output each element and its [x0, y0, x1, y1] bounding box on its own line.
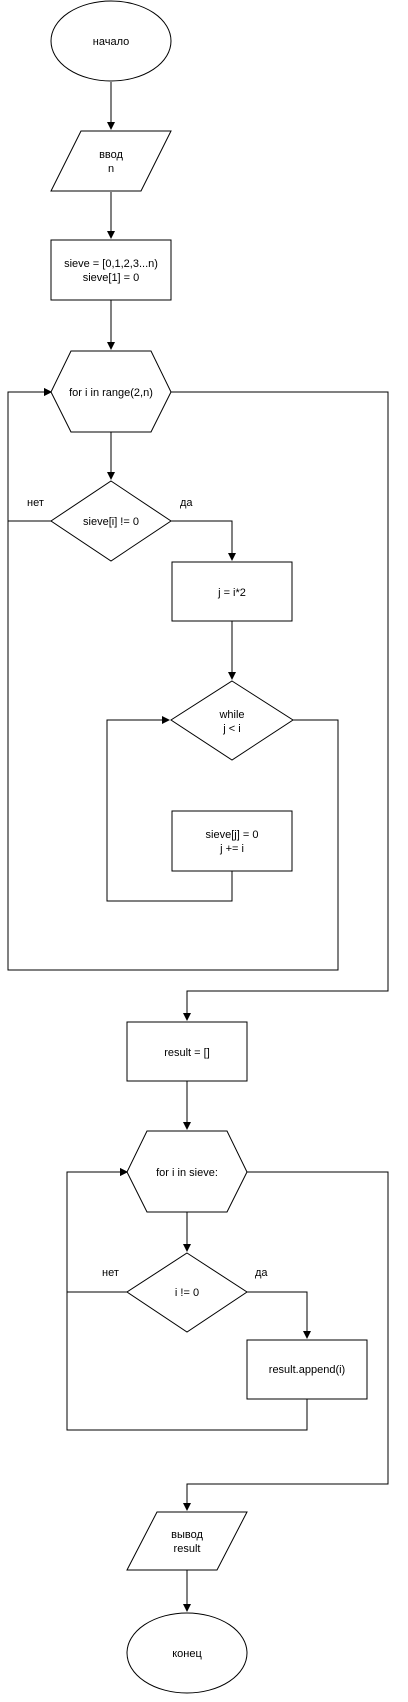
loop-sieve-label: for i in sieve:	[156, 1167, 218, 1179]
cond-sieve-yes-label: да	[180, 497, 193, 509]
node-cond-sieve: sieve[i] != 0	[50, 480, 172, 562]
cond-i-no-label: нет	[102, 1267, 119, 1279]
while-body-line1: sieve[j] = 0	[206, 829, 259, 841]
init-label-line2: sieve[1] = 0	[83, 272, 140, 284]
edge-while-exit-to-outer-loop	[7, 388, 339, 971]
node-output: вывод result	[126, 1511, 248, 1571]
start-label: начало	[93, 36, 129, 48]
edge-cond-i-no-back-to-sieve-loop	[66, 1168, 128, 1293]
edge-cond-i-yes-to-append	[247, 1291, 311, 1339]
node-start: начало	[50, 0, 172, 82]
node-while: while j < i	[170, 680, 294, 761]
output-label-line2: result	[174, 1543, 201, 1555]
node-result-init: result = []	[126, 1021, 248, 1082]
node-init: sieve = [0,1,2,3...n) sieve[1] = 0	[50, 239, 172, 301]
node-cond-i: i != 0	[126, 1252, 248, 1333]
cond-sieve-label: sieve[i] != 0	[83, 516, 139, 528]
init-label-line1: sieve = [0,1,2,3...n)	[64, 258, 158, 270]
cond-i-label: i != 0	[175, 1287, 199, 1299]
edge-cond-yes-to-assign	[171, 520, 236, 561]
while-label-line1: while	[218, 709, 244, 721]
assign-j-label: j = i*2	[217, 587, 246, 599]
node-end: конец	[126, 1612, 248, 1694]
node-loop-outer: for i in range(2,n)	[50, 350, 172, 433]
edge-body-back-to-while	[106, 716, 233, 902]
node-while-body: sieve[j] = 0 j += i	[171, 810, 293, 872]
end-label: конец	[172, 1648, 202, 1660]
cond-i-yes-label: да	[255, 1267, 268, 1279]
output-label-line1: вывод	[171, 1529, 203, 1541]
node-input: ввод n	[50, 130, 172, 192]
edge-outer-loop-end-to-result	[171, 391, 389, 1021]
edge-sieve-loop-end-to-output	[183, 1171, 389, 1511]
while-label-line2: j < i	[222, 723, 240, 735]
node-loop-sieve: for i in sieve:	[126, 1130, 248, 1213]
node-assign-j: j = i*2	[171, 561, 293, 622]
cond-sieve-no-label: нет	[27, 497, 44, 509]
while-body-line2: j += i	[219, 843, 244, 855]
input-label-line2: n	[108, 163, 114, 175]
result-init-label: result = []	[164, 1047, 210, 1059]
input-label-line1: ввод	[99, 149, 123, 161]
connectors	[7, 82, 389, 1612]
loop-outer-label: for i in range(2,n)	[69, 387, 153, 399]
node-append: result.append(i)	[246, 1339, 368, 1400]
append-label: result.append(i)	[269, 1364, 345, 1376]
